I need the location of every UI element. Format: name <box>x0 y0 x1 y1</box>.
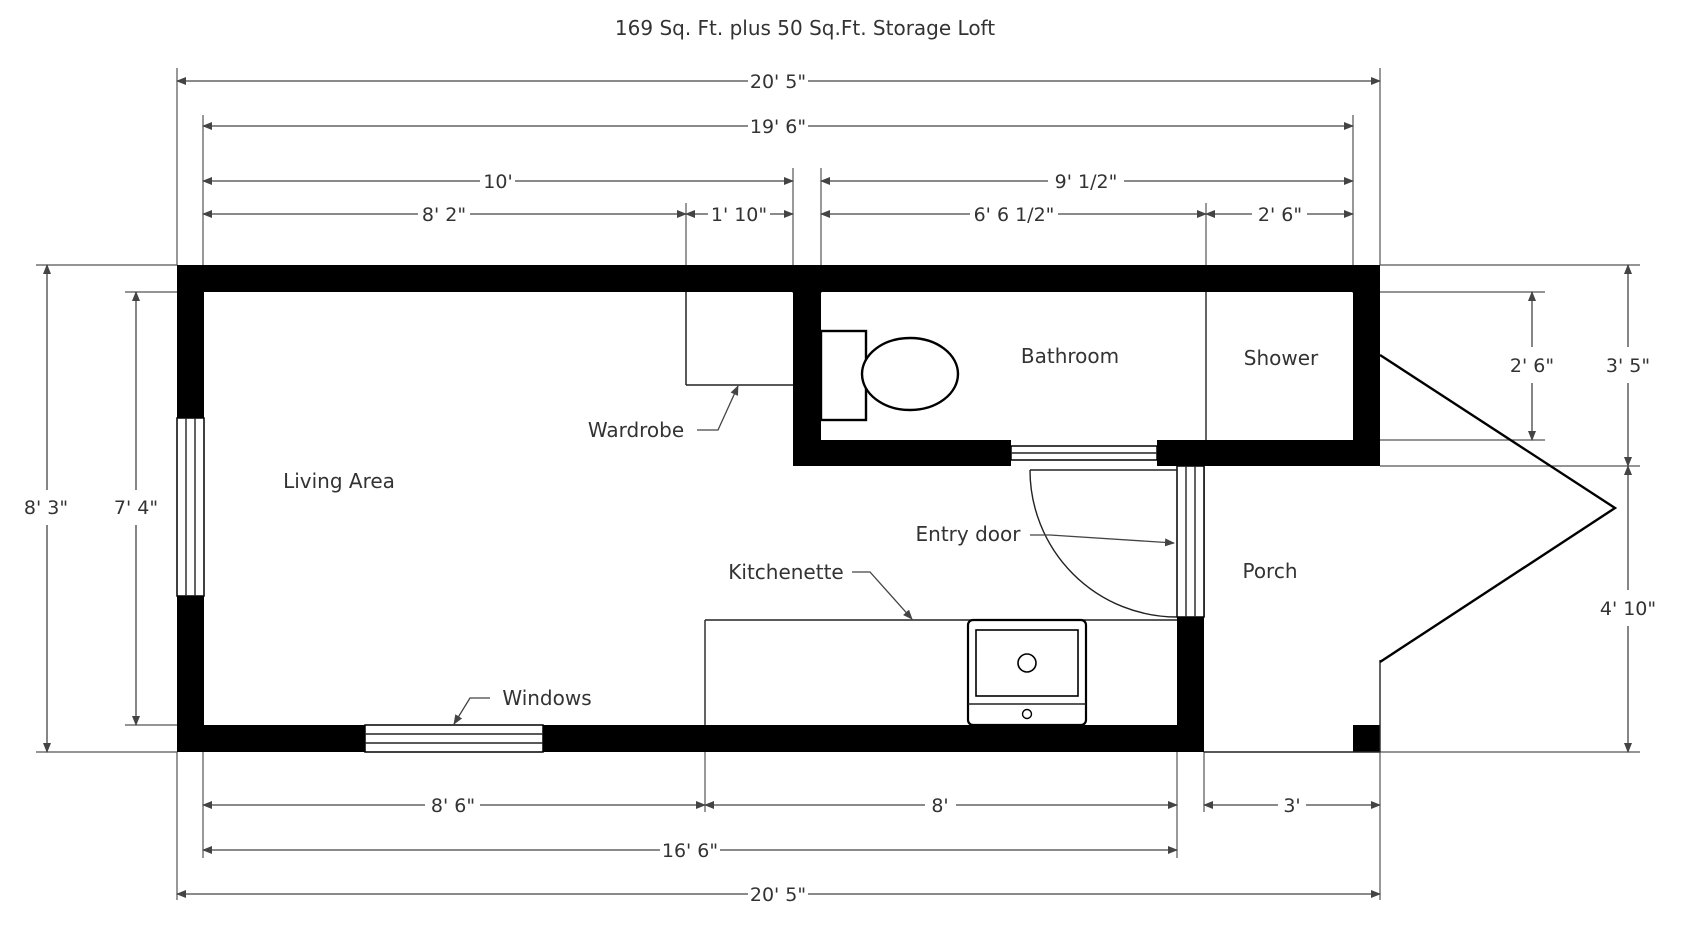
dim-shower-depth: 2' 6" <box>1510 291 1554 441</box>
dim-shower-width: 2' 6" <box>1205 204 1354 226</box>
dim-porch-width: 3' <box>1203 795 1381 817</box>
bathroom-walls <box>793 265 1380 752</box>
callout-wardrobe: Wardrobe <box>588 385 739 442</box>
entry-door <box>1029 465 1205 618</box>
dim-porch-depth-label: 4' 10" <box>1600 598 1656 620</box>
toilet <box>819 329 960 422</box>
dim-bottom-overall: 20' 5" <box>176 884 1381 906</box>
callout-entry-door-label: Entry door <box>916 522 1022 546</box>
dim-overall-depth-label: 8' 3" <box>24 497 68 519</box>
dim-right-section-label: 9' 1/2" <box>1055 171 1118 193</box>
dim-interior-depth: 7' 4" <box>114 291 158 726</box>
callout-wardrobe-label: Wardrobe <box>588 418 684 442</box>
extension-lines <box>36 68 1640 900</box>
dim-bath-width: 6' 6 1/2" <box>820 204 1207 226</box>
dim-overall-depth: 8' 3" <box>24 264 68 753</box>
dim-left-section-label: 10' <box>483 171 512 193</box>
dim-bottom-interior: 16' 6" <box>202 840 1178 862</box>
exterior-walls <box>177 265 1380 752</box>
callout-kitchenette-label: Kitchenette <box>728 560 843 584</box>
dim-bottom-interior-label: 16' 6" <box>662 840 718 862</box>
room-label-porch: Porch <box>1242 559 1297 583</box>
dim-wardrobe-width: 1' 10" <box>685 204 794 226</box>
dim-left-section: 10' <box>202 171 794 193</box>
dim-top-overall-label: 20' 5" <box>750 71 806 93</box>
kitchenette-counter <box>704 619 1177 725</box>
sink <box>966 618 1088 727</box>
callout-windows-label: Windows <box>502 686 591 710</box>
bottom-window <box>364 724 544 753</box>
dim-living-width: 8' 2" <box>202 204 687 226</box>
room-label-bathroom: Bathroom <box>1021 344 1119 368</box>
dim-kitchen-width: 8' <box>704 795 1178 817</box>
dim-porch-width-label: 3' <box>1283 795 1300 817</box>
room-label-living: Living Area <box>283 469 395 493</box>
dim-porch-depth: 4' 10" <box>1600 465 1656 753</box>
dim-bath-depth-label: 3' 5" <box>1606 355 1650 377</box>
callout-entry-door: Entry door <box>916 522 1175 547</box>
dim-interior-length-label: 19' 6" <box>750 116 806 138</box>
dim-bath-width-label: 6' 6 1/2" <box>974 204 1055 226</box>
dim-shower-width-label: 2' 6" <box>1258 204 1302 226</box>
dim-wardrobe-width-label: 1' 10" <box>711 204 767 226</box>
trailer-hitch <box>1379 353 1618 664</box>
plan-title: 169 Sq. Ft. plus 50 Sq.Ft. Storage Loft <box>615 16 995 40</box>
dim-shower-depth-label: 2' 6" <box>1510 355 1554 377</box>
dim-top-overall: 20' 5" <box>176 71 1381 93</box>
dim-interior-depth-label: 7' 4" <box>114 497 158 519</box>
dim-living-width-label: 8' 2" <box>422 204 466 226</box>
dim-bath-depth: 3' 5" <box>1606 264 1650 467</box>
room-label-shower: Shower <box>1244 346 1319 370</box>
bathroom-door-opening <box>1010 445 1158 461</box>
left-window <box>176 417 205 597</box>
callout-kitchenette: Kitchenette <box>728 560 913 620</box>
dim-interior-length: 19' 6" <box>202 116 1354 138</box>
dim-bottom-overall-label: 20' 5" <box>750 884 806 906</box>
wardrobe <box>685 292 793 386</box>
dim-kitchen-width-label: 8' <box>931 795 948 817</box>
callout-windows: Windows <box>453 686 592 725</box>
dim-bottom-living: 8' 6" <box>202 795 706 817</box>
dim-bottom-living-label: 8' 6" <box>431 795 475 817</box>
dim-right-section: 9' 1/2" <box>820 171 1354 193</box>
